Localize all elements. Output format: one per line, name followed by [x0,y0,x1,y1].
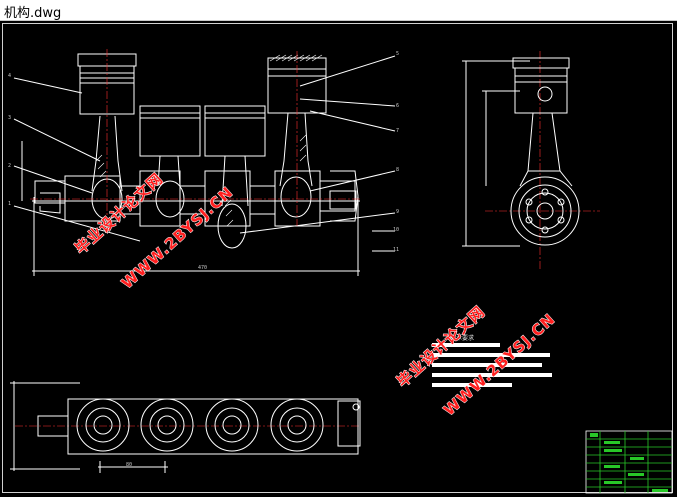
window-titlebar: 机构.dwg [0,0,677,21]
title-block [585,430,673,494]
label-1: 1 [8,201,12,207]
label-7: 7 [396,128,400,134]
label-3: 3 [8,115,12,121]
label-9: 9 [396,209,400,215]
centerlines [15,49,600,427]
tech-requirements-lines [432,343,552,387]
plan-view [10,381,361,473]
dimension-pitch: 80 [126,462,133,468]
dimension-overall-length: 470 [198,265,208,271]
drawing-frame [2,23,673,493]
window-title: 机构.dwg [4,6,62,21]
label-8: 8 [396,167,400,173]
label-6: 6 [396,103,400,109]
label-10: 10 [393,227,400,233]
technical-requirements-title: 技术要求 [450,335,475,342]
cad-drawing [10,49,673,494]
label-4: 4 [8,73,12,79]
side-view [462,57,580,247]
cad-canvas[interactable]: 4 3 2 1 5 6 7 8 9 10 11 470 80 技术要求 毕业设计… [0,21,677,497]
label-2: 2 [8,163,12,169]
label-5: 5 [396,51,400,57]
label-11: 11 [393,247,400,253]
front-view [13,53,396,276]
front-hatch [95,54,323,227]
